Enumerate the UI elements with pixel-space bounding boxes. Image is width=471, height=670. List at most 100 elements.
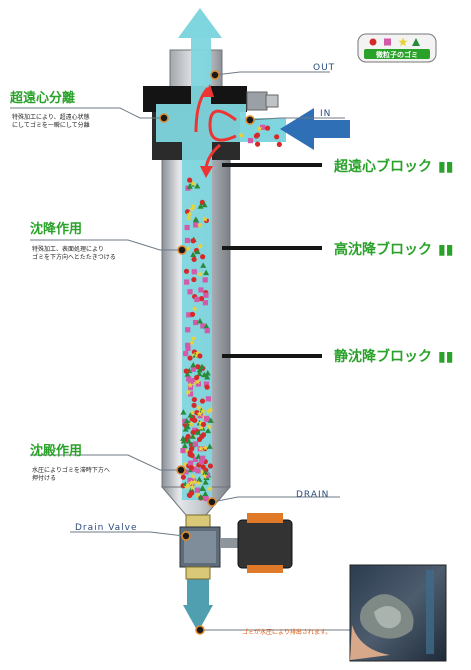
- square-particle: [184, 279, 190, 285]
- block-label-high-settling: 高沈降ブロック: [334, 241, 432, 258]
- inlet-arrow: [280, 108, 350, 150]
- block-mark: ▮▮: [438, 349, 453, 365]
- star-particle: [188, 420, 195, 427]
- section-desc-line1: 特殊加工、表面処理により: [32, 245, 104, 253]
- block-mark: ▮▮: [438, 242, 453, 258]
- square-particle: [194, 487, 201, 493]
- circle-particle: [200, 254, 206, 260]
- circle-particle: [180, 474, 186, 480]
- triangle-particle: [190, 251, 197, 258]
- circle-particle: [186, 492, 192, 498]
- block-pointers: [222, 163, 322, 358]
- star-particle: [197, 445, 204, 452]
- square-particle: [203, 381, 210, 387]
- star-particle: [197, 222, 204, 229]
- section-desc-line2: ゴミを下方向へとたたきつける: [32, 253, 116, 261]
- square-particle: [193, 319, 199, 326]
- triangle-particle: [206, 443, 213, 449]
- circle-particle: [185, 433, 191, 440]
- star-particle: [195, 480, 202, 486]
- star-particle: [189, 180, 196, 187]
- circle-particle: [191, 396, 197, 403]
- block-mark: ▮▮: [438, 159, 453, 175]
- section-title: 超遠心分離: [10, 90, 75, 106]
- square-particle: [188, 378, 194, 384]
- circle-particle: [200, 432, 207, 438]
- leader-lines: [10, 71, 350, 631]
- star-particle: [194, 378, 201, 385]
- square-particle: [187, 385, 194, 391]
- square-particle: [204, 328, 210, 334]
- square-particle: [184, 237, 191, 244]
- star-particle: [188, 339, 195, 346]
- square-particle: [183, 469, 189, 475]
- square-particle: [180, 447, 186, 454]
- square-particle: [192, 441, 198, 447]
- square-particle: [192, 427, 198, 433]
- square-particle: [187, 477, 193, 483]
- star-particle: [185, 482, 192, 489]
- star-particle: [191, 305, 198, 312]
- triangle-particle: [200, 262, 207, 268]
- circle-particle: [253, 133, 260, 139]
- star-particle: [206, 485, 213, 492]
- square-particle: [193, 222, 199, 228]
- star-particle: [188, 409, 195, 416]
- particle-legend: 微粒子のゴミ: [357, 33, 437, 63]
- triangle-particle: [202, 490, 209, 497]
- outlet-arrow: [178, 8, 222, 38]
- triangle-particle: [194, 429, 201, 435]
- triangle-particle: [184, 423, 191, 430]
- square-particle: [205, 396, 212, 402]
- star-particle: [205, 408, 212, 415]
- out-label: OUT: [313, 63, 335, 73]
- triangle-particle: [187, 412, 194, 418]
- circle-particle: [187, 355, 193, 361]
- triangle-particle: [199, 485, 206, 491]
- triangle-particle: [203, 323, 210, 329]
- circle-particle: [207, 463, 213, 469]
- legend-square-icon: [384, 38, 391, 46]
- particles: [180, 124, 282, 502]
- legend-star-icon: [398, 37, 408, 47]
- drain-valve-assembly: [179, 513, 293, 580]
- triangle-particle: [184, 371, 191, 377]
- star-particle: [188, 479, 195, 486]
- circle-particle: [188, 451, 194, 457]
- triangle-particle: [185, 438, 192, 444]
- circle-particle: [190, 238, 196, 244]
- triangle-particle: [180, 437, 187, 444]
- star-particle: [202, 215, 209, 222]
- star-particle: [185, 389, 192, 396]
- section-desc-line2: 押付ける: [32, 474, 56, 482]
- star-particle: [197, 271, 204, 277]
- square-particle: [190, 366, 197, 372]
- legend-label: 微粒子のゴミ: [375, 50, 418, 59]
- triangle-particle: [201, 371, 208, 378]
- square-particle: [203, 415, 210, 422]
- block-label-static-settling: 静沈降ブロック: [334, 348, 432, 365]
- leader-dots: [159, 70, 255, 635]
- square-particle: [197, 413, 203, 419]
- triangle-particle: [197, 203, 204, 209]
- circle-particle: [190, 429, 196, 436]
- circle-particle: [264, 125, 271, 131]
- circle-particle: [189, 311, 196, 317]
- circle-particle: [199, 398, 206, 404]
- square-particle: [203, 496, 209, 502]
- section-desc-line1: 特殊加工により、超遠心状態: [12, 113, 90, 121]
- circle-particle: [197, 353, 203, 359]
- circle-particle: [196, 436, 203, 443]
- triangle-particle: [202, 479, 209, 485]
- square-particle: [185, 345, 191, 351]
- square-particle: [195, 468, 201, 474]
- square-particle: [192, 377, 198, 384]
- square-particle: [183, 351, 189, 357]
- triangle-particle: [207, 417, 214, 423]
- legend-circle-icon: [369, 38, 377, 46]
- circle-particle: [198, 296, 205, 302]
- square-particle: [260, 124, 266, 130]
- circle-particle: [276, 141, 282, 147]
- star-particle: [194, 350, 201, 356]
